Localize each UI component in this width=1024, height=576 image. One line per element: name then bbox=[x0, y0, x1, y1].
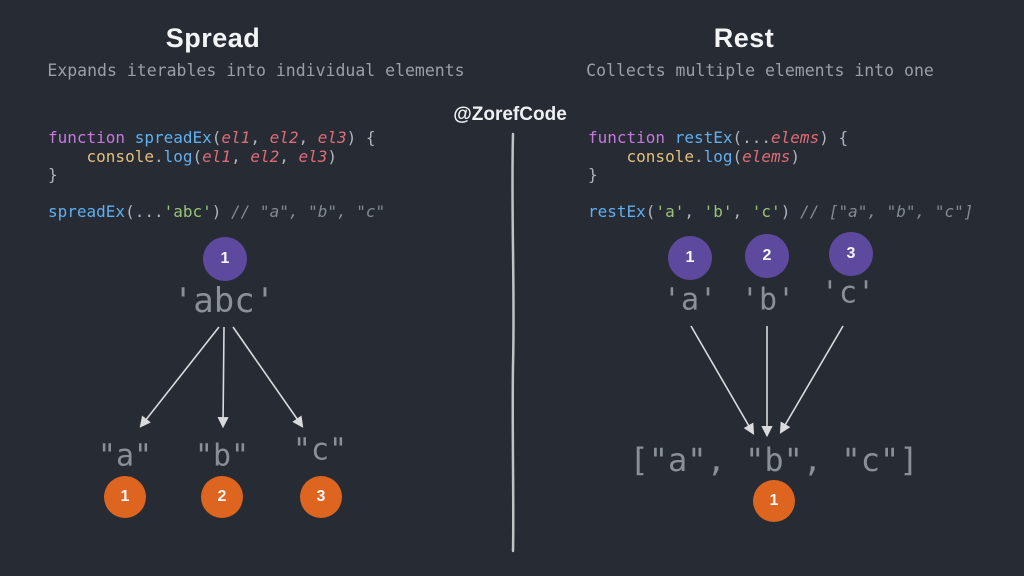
rest-code-block: function restEx(...elems) { console.log(… bbox=[588, 128, 974, 222]
code-line: } bbox=[588, 165, 598, 184]
spread-arrow-middle bbox=[217, 326, 229, 429]
code-line: function restEx(...elems) { bbox=[588, 128, 849, 147]
rest-source-badge-2: 2 bbox=[745, 234, 789, 278]
spread-source-badge: 1 bbox=[203, 237, 247, 281]
code-line: function spreadEx(el1, el2, el3) { bbox=[48, 128, 376, 147]
spread-title: Spread bbox=[165, 23, 261, 53]
rest-arrow-right bbox=[779, 325, 844, 434]
rest-source-badge-1: 1 bbox=[668, 236, 712, 280]
rest-source-label-a: 'a' bbox=[662, 282, 718, 318]
rest-source-label-b: 'b' bbox=[740, 282, 796, 318]
spread-source-label: 'abc' bbox=[172, 281, 276, 321]
rest-result-label: ["a", "b", "c"] bbox=[629, 441, 919, 479]
spread-code-block: function spreadEx(el1, el2, el3) { conso… bbox=[48, 128, 386, 222]
watermark-handle: @ZorefCode bbox=[453, 104, 567, 125]
code-line: } bbox=[48, 165, 58, 184]
spread-result-label-a: "a" bbox=[97, 438, 153, 474]
spread-result-badge-3: 3 bbox=[300, 476, 342, 518]
rest-arrow-left bbox=[690, 325, 755, 435]
code-line: console.log(el1, el2, el3) bbox=[86, 146, 338, 166]
spread-result-badge-1: 1 bbox=[104, 476, 146, 518]
spread-result-label-b: "b" bbox=[194, 438, 250, 474]
code-line bbox=[588, 185, 973, 204]
rest-result-badge: 1 bbox=[753, 480, 795, 522]
spread-subtitle: Expands iterables into individual elemen… bbox=[47, 61, 465, 80]
rest-source-badge-3: 3 bbox=[829, 232, 873, 276]
spread-arrow-right bbox=[232, 326, 304, 428]
code-line: restEx('a', 'b', 'c') // ["a", "b", "c"] bbox=[588, 202, 974, 221]
center-divider-line bbox=[511, 132, 515, 553]
rest-source-label-c: 'c' bbox=[820, 275, 876, 311]
code-line bbox=[48, 185, 385, 204]
code-line: console.log(elems) bbox=[626, 146, 800, 166]
spread-result-label-c: "c" bbox=[292, 432, 348, 468]
code-line: spreadEx(...'abc') // "a", "b", "c" bbox=[48, 202, 386, 221]
spread-result-badge-2: 2 bbox=[201, 476, 243, 518]
rest-title: Rest bbox=[713, 23, 775, 53]
rest-subtitle: Collects multiple elements into one bbox=[586, 61, 934, 80]
spread-arrow-left bbox=[139, 326, 220, 428]
